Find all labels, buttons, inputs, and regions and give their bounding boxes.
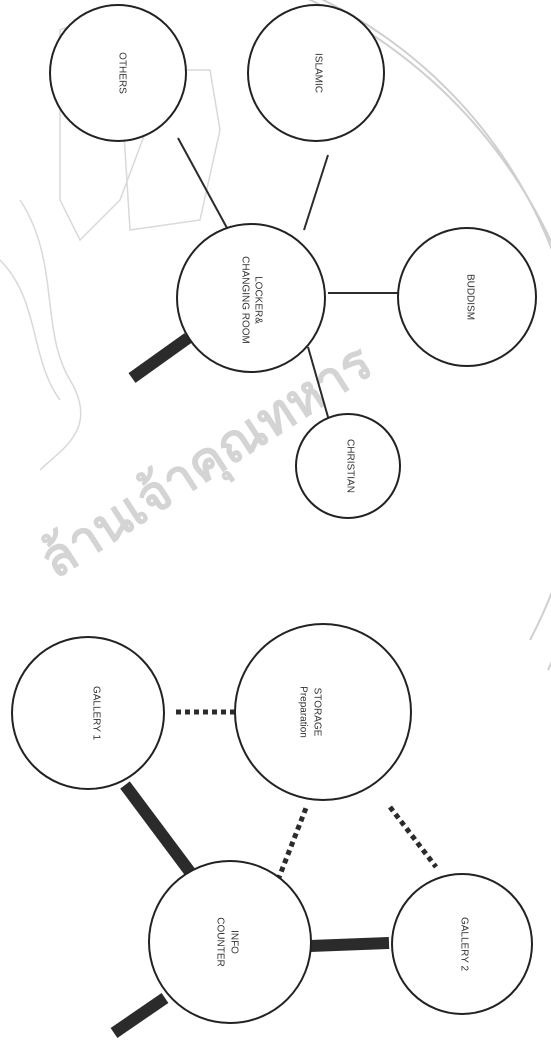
node-locker-circle: [176, 223, 326, 373]
node-locker-label-2: CHANGING ROOM: [239, 256, 250, 344]
node-islamic-label-1: ISLAMIC: [312, 53, 323, 93]
connector-info-gallery2: [309, 937, 390, 952]
node-info-counter-label-1: INFO: [228, 930, 239, 954]
node-storage-label-1: STORAGE: [311, 688, 322, 737]
node-christian: CHRISTIAN: [295, 413, 401, 519]
left-diagram-connectors: [110, 709, 438, 1038]
node-islamic-circle: [247, 4, 385, 142]
connector-locker-islamic: [303, 154, 329, 231]
connector-locker-christian: [307, 346, 331, 425]
node-gallery2-label-1: GALLERY 2: [458, 917, 469, 972]
connector-gallery2-storage: [388, 805, 438, 869]
node-info-counter: INFO COUNTER: [148, 860, 312, 1024]
node-christian-circle: [295, 413, 401, 519]
node-info-counter-label-2: COUNTER: [214, 917, 225, 966]
node-buddism: BUDDISM: [397, 227, 537, 367]
node-gallery1: GALLERY 1: [11, 636, 165, 790]
node-gallery2: GALLERY 2: [391, 873, 533, 1015]
node-buddism-circle: [397, 227, 537, 367]
node-christian-label-1: CHRISTIAN: [344, 439, 355, 493]
connector-locker-others: [177, 137, 228, 229]
node-storage-label-2: Preparation: [297, 686, 308, 738]
node-others: OTHERS: [49, 4, 187, 142]
node-locker: LOCKER& CHANGING ROOM: [176, 223, 326, 373]
connector-locker-outside: [128, 333, 192, 383]
node-others-circle: [49, 4, 187, 142]
node-buddism-label-1: BUDDISM: [464, 274, 475, 320]
node-storage: STORAGE Preparation: [234, 623, 412, 801]
node-info-counter-circle: [148, 860, 312, 1024]
node-gallery1-circle: [11, 636, 165, 790]
connector-info-gallery1: [120, 781, 195, 876]
node-gallery1-label-1: GALLERY 1: [90, 686, 101, 741]
node-islamic: ISLAMIC: [247, 4, 385, 142]
node-gallery2-circle: [391, 873, 533, 1015]
node-storage-circle: [234, 623, 412, 801]
right-diagram-connectors: [128, 137, 400, 425]
connector-info-storage: [275, 807, 309, 881]
node-others-label-1: OTHERS: [116, 52, 127, 94]
node-locker-label-1: LOCKER&: [252, 276, 263, 324]
connector-info-outside: [110, 993, 169, 1038]
